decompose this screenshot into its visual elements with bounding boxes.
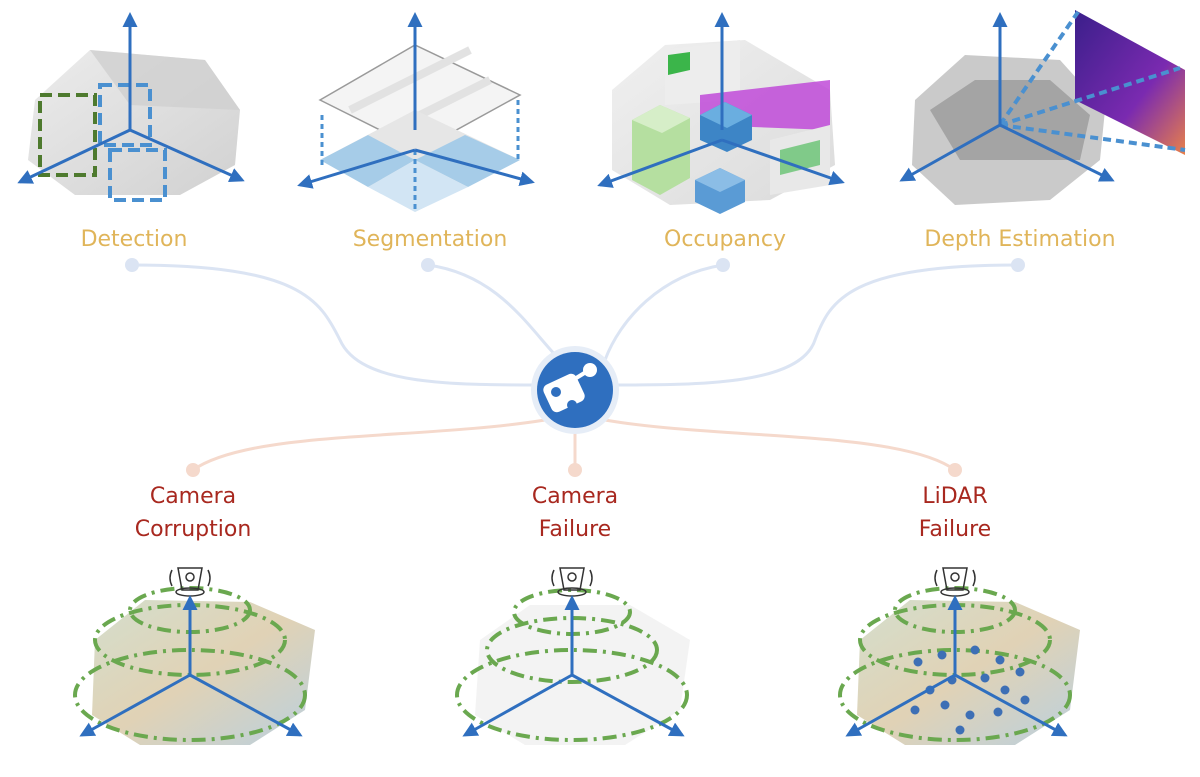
sensor-rig-icon	[169, 567, 211, 597]
link-camera-corruption	[192, 418, 546, 472]
label-lidar-failure-line2: Failure	[919, 517, 991, 542]
detection-illustration	[17, 12, 245, 202]
sensor-rig-icon	[934, 567, 976, 597]
label-occupancy: Occupancy	[664, 227, 786, 252]
label-segmentation: Segmentation	[353, 227, 508, 252]
link-segmentation	[427, 263, 562, 362]
label-camera-failure-line2: Failure	[539, 517, 611, 542]
hub-robot-icon	[531, 346, 619, 434]
label-depth-estimation: Depth Estimation	[924, 227, 1115, 252]
task-link-dots	[125, 258, 1025, 272]
label-camera-failure-line1: Camera	[532, 484, 618, 509]
label-camera-corruption-line1: Camera	[150, 484, 236, 509]
link-detection	[131, 263, 546, 387]
segmentation-illustration	[297, 12, 535, 212]
camera-corruption-illustration	[73, 567, 315, 745]
lidar-points	[910, 645, 1030, 735]
scenario-link-dots	[186, 463, 962, 477]
lidar-failure-illustration	[838, 567, 1080, 745]
link-depth	[611, 263, 1019, 387]
link-lidar-failure	[604, 418, 956, 472]
task-links	[131, 263, 1019, 387]
camera-failure-illustration	[455, 567, 690, 745]
occupancy-illustration	[597, 12, 845, 214]
label-lidar-failure-line1: LiDAR	[922, 484, 987, 509]
sensor-rig-icon	[551, 567, 593, 597]
label-detection: Detection	[81, 227, 188, 252]
depth-estimation-illustration	[899, 10, 1186, 205]
link-occupancy	[603, 263, 724, 361]
label-camera-corruption-line2: Corruption	[135, 517, 252, 542]
